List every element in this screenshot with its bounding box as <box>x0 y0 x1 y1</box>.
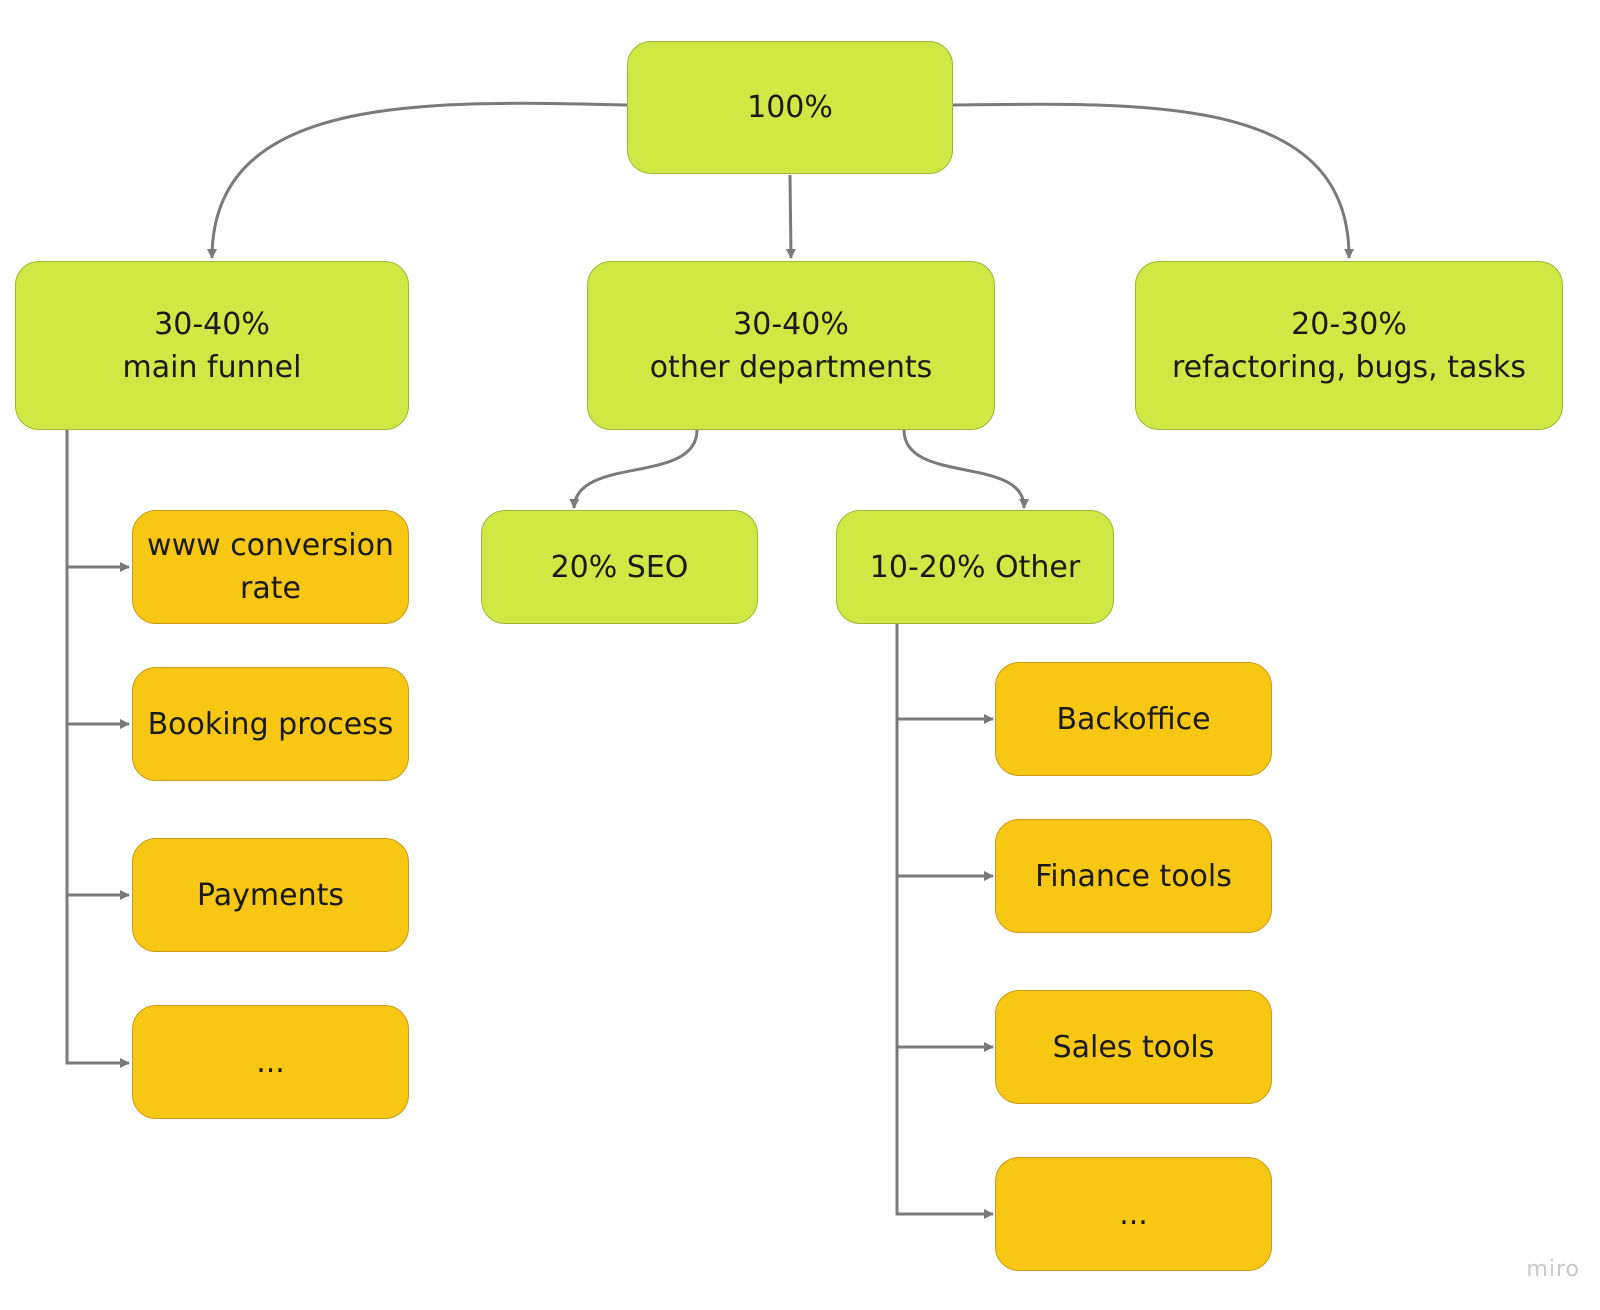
connector-root-main-funnel <box>207 101 628 259</box>
node-other-departments[interactable]: 30-40% other departments <box>587 261 995 430</box>
node-backoffice[interactable]: Backoffice <box>995 662 1272 776</box>
node-seo[interactable]: 20% SEO <box>481 510 758 624</box>
connector-other-trunk <box>895 623 994 1219</box>
node-refactoring[interactable]: 20-30% refactoring, bugs, tasks <box>1135 261 1563 430</box>
connector-root-other-departments <box>785 174 796 259</box>
miro-watermark: miro <box>1526 1257 1580 1282</box>
connector-root-refactoring <box>952 102 1355 259</box>
node-funnel-more[interactable]: ... <box>132 1005 409 1119</box>
node-other[interactable]: 10-20% Other <box>836 510 1114 624</box>
node-booking-process[interactable]: Booking process <box>132 667 409 781</box>
connector-other-departments-other <box>902 429 1030 509</box>
node-sales-tools[interactable]: Sales tools <box>995 990 1272 1104</box>
connector-main-funnel-trunk <box>65 430 130 1068</box>
node-payments[interactable]: Payments <box>132 838 409 952</box>
node-finance-tools[interactable]: Finance tools <box>995 819 1272 933</box>
node-other-more[interactable]: ... <box>995 1157 1272 1271</box>
node-main-funnel[interactable]: 30-40% main funnel <box>15 261 409 430</box>
connector-other-departments-seo <box>569 429 699 509</box>
node-www-conversion[interactable]: www conversion rate <box>132 510 409 624</box>
node-root[interactable]: 100% <box>627 41 953 174</box>
